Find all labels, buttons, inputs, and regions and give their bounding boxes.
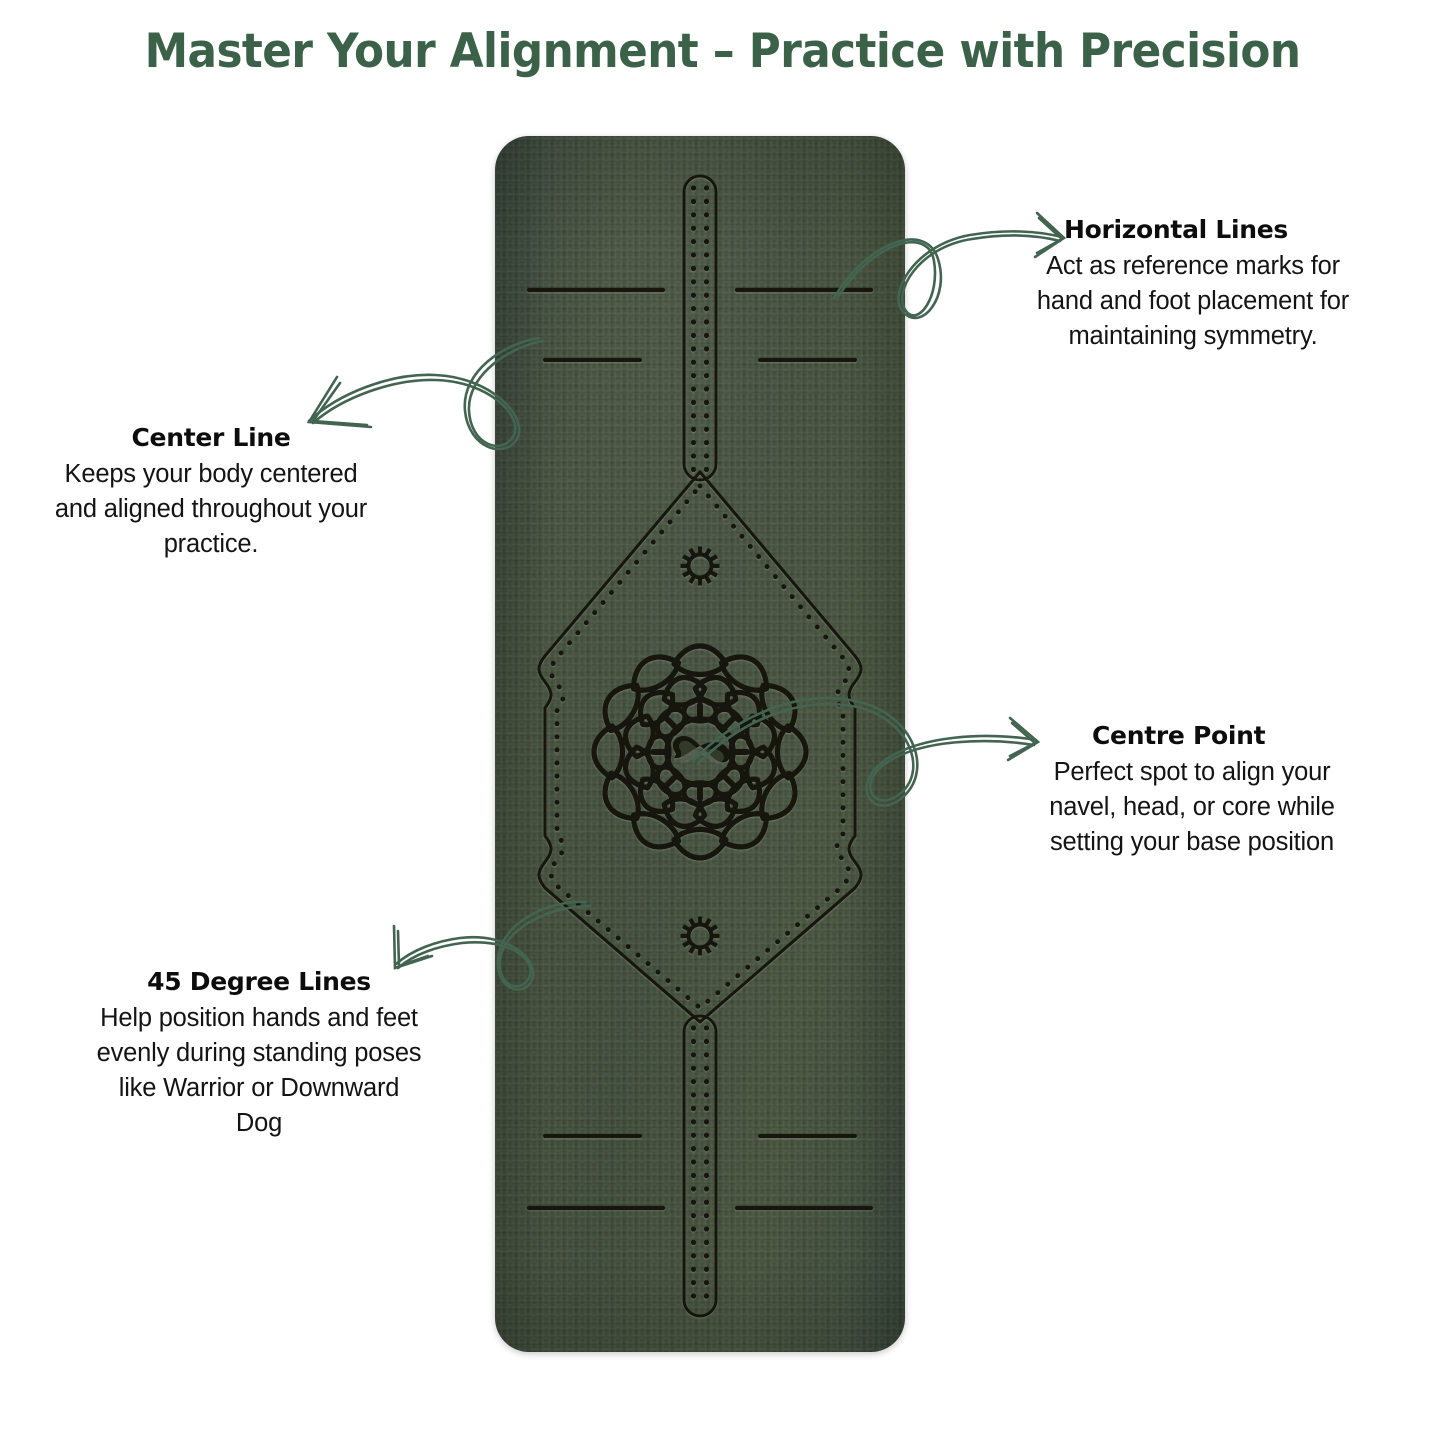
callout-body-line: navel, head, or core while	[1049, 792, 1335, 821]
callout-body-line: Help position hands and feet	[100, 1003, 418, 1032]
callout-body-line: Dog	[235, 1109, 283, 1138]
callout-body-line: practice.	[163, 529, 259, 558]
callout-heading: Horizontal Lines	[1064, 215, 1288, 244]
center-line-upper	[682, 174, 718, 482]
horizontal-reference-lines-top	[526, 287, 874, 363]
callout-centre-point: Centre Point Perfect spot to align your …	[1000, 722, 1384, 860]
page-title: Master Your Alignment – Practice with Pr…	[144, 24, 1301, 79]
centre-point-mandala	[591, 643, 809, 861]
callout-body-line: setting your base position	[1050, 827, 1334, 856]
callout-horizontal-lines: Horizontal Lines Act as reference marks …	[998, 216, 1388, 354]
sun-icon-lower	[680, 916, 720, 956]
45-degree-lines-solid	[537, 470, 863, 1024]
callout-45-degree-lines: 45 Degree Lines Help position hands and …	[50, 968, 468, 1141]
mat-alignment-markings	[526, 174, 874, 1318]
callout-body: Keeps your body centered and aligned thr…	[10, 457, 412, 563]
callout-body: Act as reference marks for hand and foot…	[998, 249, 1388, 355]
callout-body-line: and aligned throughout your	[54, 494, 368, 523]
callout-center-line: Center Line Keeps your body centered and…	[10, 424, 412, 562]
center-line-lower	[682, 1014, 718, 1318]
yoga-mat-image	[495, 136, 905, 1352]
callout-body-line: Act as reference marks for	[1046, 251, 1340, 280]
callout-body: Help position hands and feet evenly duri…	[50, 1001, 468, 1142]
callout-body-line: evenly during standing poses	[96, 1038, 422, 1067]
callout-body-line: hand and foot placement for	[1036, 286, 1350, 315]
horizontal-reference-lines-bottom	[526, 1133, 874, 1211]
callout-body-line: Perfect spot to align your	[1053, 757, 1331, 786]
callout-body-line: Keeps your body centered	[64, 459, 358, 488]
callout-body-line: maintaining symmetry.	[1068, 321, 1318, 350]
callout-body-line: like Warrior or Downward	[118, 1073, 400, 1102]
callout-heading: 45 Degree Lines	[147, 967, 371, 996]
callout-heading: Centre Point	[1092, 721, 1266, 750]
sun-icon-upper	[680, 546, 720, 586]
callout-body: Perfect spot to align your navel, head, …	[1000, 755, 1384, 861]
infinity-glyph	[672, 735, 731, 763]
callout-heading: Center Line	[131, 423, 291, 452]
45-degree-lines-dotted	[548, 483, 852, 1011]
